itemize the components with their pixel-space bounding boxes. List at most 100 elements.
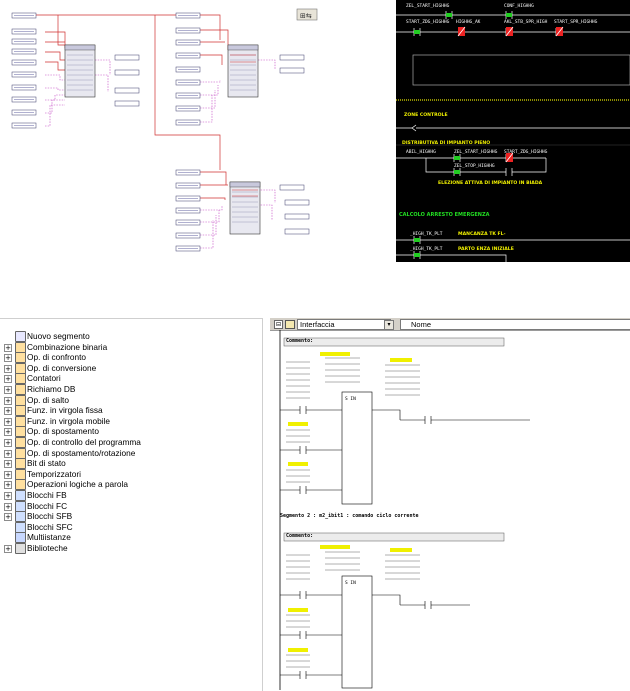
program-elements-tree: Nuovo segmento+Combinazione binaria+Op. …: [0, 318, 263, 691]
tree-item[interactable]: +Op. di conversione: [0, 362, 260, 374]
word-logic-icon: [15, 479, 26, 491]
contact-label: ZEL_START_HIGHHG: [406, 4, 450, 9]
segment2-comment-bar: [283, 532, 505, 542]
tree-item[interactable]: +Temporizzatori: [0, 468, 260, 480]
tree-item[interactable]: + Biblioteche: [0, 543, 260, 554]
expand-icon[interactable]: +: [4, 375, 12, 384]
expand-icon[interactable]: +: [4, 396, 12, 405]
libraries-icon: [15, 543, 26, 554]
status-bits-icon: [15, 458, 26, 470]
tree-item[interactable]: +Op. di salto: [0, 394, 260, 406]
network-description-2: ELEZIONE ATTIVA DI IMPIANTO IN BIADA: [438, 181, 543, 186]
tree-item[interactable]: + Funz. in virgola fissa: [0, 405, 260, 417]
fb-blocks-icon: [15, 490, 26, 501]
tree-item-label: Blocchi SFB: [27, 511, 73, 522]
tree-item-label: Bit di stato: [27, 458, 66, 469]
expand-icon[interactable]: +: [4, 460, 12, 469]
tree-item[interactable]: + Combinazione binaria: [0, 341, 260, 353]
expand-icon[interactable]: +: [4, 417, 12, 426]
cfc-tag-texts: [14, 15, 198, 249]
expand-icon[interactable]: +: [4, 470, 12, 479]
bit-logic-icon: [15, 341, 26, 353]
contact-label: ZEL_START_HIGHHG: [454, 150, 498, 155]
lad-editor-panel: ⊟ Interfaccia ▾ Nome: [270, 318, 630, 690]
segment2-title: Segmento 2 : m2_ibit1 : comando ciclo co…: [280, 513, 419, 519]
cfc-function-block-3: [229, 181, 261, 235]
expand-icon[interactable]: +: [4, 354, 12, 363]
symbol-highlights: [288, 352, 412, 652]
calc-output-label: MANCANZA TK FL-: [458, 232, 506, 237]
tree-item-label: Op. di spostamento: [27, 426, 99, 437]
tree-item[interactable]: + Bit di stato: [0, 458, 260, 470]
tree-item[interactable]: + Operazioni logiche a parola: [0, 479, 260, 491]
segment1-comment-bar: [283, 337, 505, 347]
tree-item-label: Operazioni logiche a parola: [27, 479, 129, 490]
tree-item[interactable]: + Contatori: [0, 373, 260, 385]
tree-item[interactable]: Multiistanze: [0, 532, 260, 544]
contact-label: AKL_STB_SPR_HIGH: [504, 20, 548, 25]
tree-item[interactable]: + Op. di confronto: [0, 352, 260, 364]
expand-icon[interactable]: +: [4, 545, 12, 553]
tree-item[interactable]: + Blocchi SFB: [0, 511, 260, 523]
cfc-red-wires: [35, 14, 229, 200]
tree-item-label: Op. di confronto: [27, 352, 87, 363]
interface-label: Interfaccia: [300, 320, 335, 329]
tree-item-label: Funz. in virgola mobile: [27, 415, 111, 426]
tree-item[interactable]: + Op. di spostamento/rotazione: [0, 447, 260, 459]
interface-dropdown[interactable]: Interfaccia: [297, 319, 391, 330]
cfc-function-block-1: [64, 44, 96, 98]
tree-item[interactable]: + Op. di spostamento: [0, 426, 260, 438]
lad-dark-panel: ZEL_START_HIGHHG CONF_HIGHHG START_ZDG_H…: [396, 0, 630, 262]
name-column-header: Nome: [400, 319, 630, 330]
expand-icon[interactable]: +: [4, 481, 12, 490]
tree-item[interactable]: +Blocchi FB: [0, 490, 260, 501]
collapse-icon[interactable]: ⊟: [274, 320, 283, 329]
expand-icon[interactable]: +: [4, 502, 12, 511]
expand-icon[interactable]: +: [4, 386, 12, 394]
svg-text:⊞⇆: ⊞⇆: [300, 12, 312, 20]
cfc-diagram-panel: ⊞⇆: [0, 0, 395, 262]
move-icon: [15, 426, 26, 438]
tree-item-label: Multiistanze: [27, 532, 71, 543]
expand-icon[interactable]: +: [4, 492, 12, 500]
cfc-diagram-canvas: ⊞⇆: [11, 8, 318, 252]
contact-label: START_ZDG_HIGHHG: [504, 150, 548, 155]
grid-toolbar-icon[interactable]: ⊞⇆: [296, 8, 318, 21]
expand-icon[interactable]: +: [4, 343, 12, 352]
tree-item[interactable]: + Op. di controllo del programma: [0, 437, 260, 448]
tree-item-label: Op. di controllo del programma: [27, 437, 141, 447]
contact-label: _HIGH_TK_PLT: [410, 247, 443, 252]
counter-icon: [15, 373, 26, 385]
expand-icon[interactable]: +: [4, 513, 12, 522]
dropdown-arrow-icon[interactable]: ▾: [384, 320, 394, 330]
tree-item[interactable]: + Blocchi FC: [0, 500, 260, 512]
folder-icon: [285, 320, 295, 329]
expand-icon[interactable]: +: [4, 449, 12, 458]
tree-item[interactable]: +Richiamo DB: [0, 384, 260, 395]
tree-item[interactable]: Nuovo segmento: [0, 331, 260, 342]
tree-item-label: Combinazione binaria: [27, 341, 108, 352]
timer-icon: [15, 468, 26, 480]
block-pin-label: S IN: [345, 396, 356, 402]
tree-item[interactable]: Blocchi SFC: [0, 521, 260, 533]
expand-icon[interactable]: +: [4, 428, 12, 437]
tree-item-label: Nuovo segmento: [27, 331, 90, 341]
tree-item[interactable]: + Funz. in virgola mobile: [0, 415, 260, 427]
contact-label: ZEL_STOP_HIGHHG: [454, 164, 495, 169]
tree-item-label: Blocchi FC: [27, 500, 68, 511]
lad-editor-canvas: S IN S IN: [279, 330, 530, 690]
sfc-blocks-icon: [15, 521, 26, 533]
program-control-icon: [15, 437, 26, 448]
expand-icon[interactable]: +: [4, 364, 12, 373]
segment2-network: [280, 575, 470, 689]
tree-item-label: Blocchi SFC: [27, 521, 73, 532]
tree-item-label: Biblioteche: [27, 543, 68, 553]
tree-item-label: Op. di spostamento/rotazione: [27, 447, 136, 458]
tree-item-label: Contatori: [27, 373, 61, 384]
new-network-icon: [15, 331, 26, 342]
network-title: ZONE CONTROLE: [404, 113, 448, 118]
contact-label: ABIL_HIGHHG: [406, 150, 436, 155]
tree-item-label: Funz. in virgola fissa: [27, 405, 103, 416]
expand-icon[interactable]: +: [4, 439, 12, 447]
expand-icon[interactable]: +: [4, 407, 12, 416]
